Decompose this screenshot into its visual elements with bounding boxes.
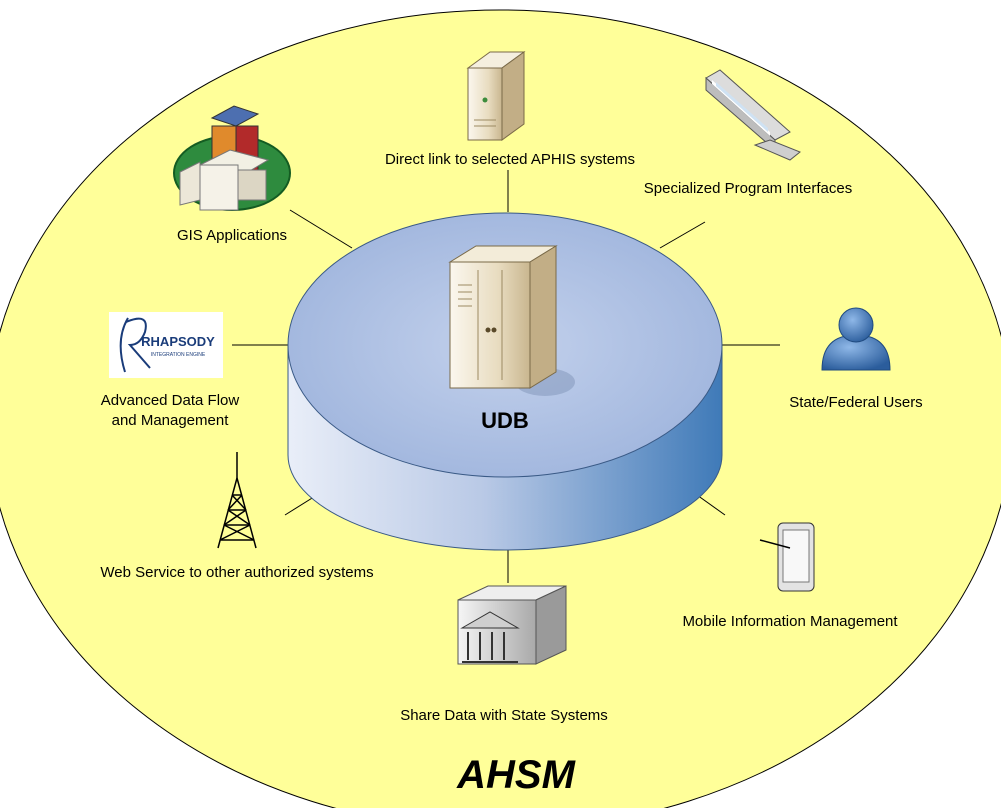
connectors: [232, 170, 780, 583]
node-label-program-interfaces: Specialized Program Interfaces: [644, 180, 852, 197]
government-building-icon: [457, 585, 567, 665]
server-icon: [466, 51, 526, 141]
rhapsody-logo: RHAPSODY INTEGRATION ENGINE: [109, 312, 223, 378]
node-label-users: State/Federal Users: [789, 394, 922, 411]
monitor-icon: [705, 69, 801, 161]
connector-gis: [289, 209, 353, 249]
node-label-rhapsody-line1: Advanced Data Flow: [101, 392, 240, 409]
node-label-mobile: Mobile Information Management: [682, 613, 898, 630]
user-icon: [821, 307, 891, 371]
node-label-web-service: Web Service to other authorized systems: [100, 564, 373, 581]
server-tower-icon: [448, 245, 575, 396]
rhapsody-logo-text: RHAPSODY: [141, 334, 215, 349]
rhapsody-logo-subtext: INTEGRATION ENGINE: [151, 352, 206, 358]
node-label-state-systems: Share Data with State Systems: [400, 707, 608, 724]
node-label-gis: GIS Applications: [177, 227, 287, 244]
hub-label: UDB: [481, 408, 529, 433]
system-title: AHSM: [456, 753, 576, 797]
node-label-direct-link: Direct link to selected APHIS systems: [385, 151, 635, 168]
radio-tower-icon: [217, 452, 257, 549]
connector-program-interfaces: [659, 221, 706, 249]
city-map-icon: [173, 105, 291, 211]
tablet-icon: [759, 522, 815, 592]
node-label-rhapsody-line2: and Management: [112, 412, 230, 429]
